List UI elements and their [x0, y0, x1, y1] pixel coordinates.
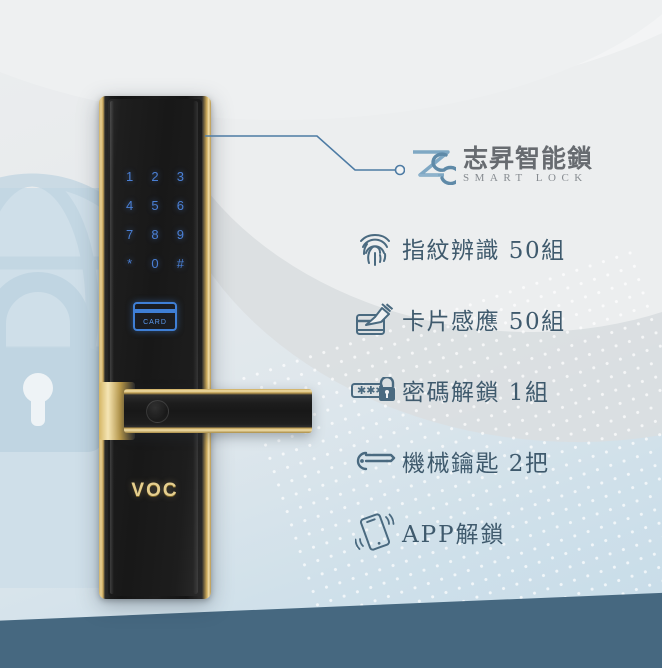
callout-line: [205, 135, 405, 176]
keypad-key[interactable]: 5: [151, 198, 159, 213]
feature-row-key: 機械鑰匙 2把: [348, 425, 566, 496]
feature-label: APP解鎖: [402, 521, 506, 548]
lock-front-panel: [108, 99, 202, 596]
lock-highlight-left: [110, 101, 114, 594]
keypad-key[interactable]: 9: [176, 227, 184, 242]
device-brand-label: VOC: [131, 480, 179, 501]
feature-row-password: ✱✱✱ 密碼解鎖 1組: [348, 354, 566, 425]
logo-title-cn: 志昇智能鎖: [463, 144, 594, 174]
lock-keypad[interactable]: 1 2 3 4 5 6 7 8 9 * 0 #: [117, 170, 193, 270]
keypad-key[interactable]: 6: [176, 198, 184, 213]
feature-label: 指紋辨識 50組: [402, 237, 566, 264]
keypad-key[interactable]: #: [176, 256, 184, 271]
feature-label: 機械鑰匙 2把: [402, 450, 550, 477]
keypad-key[interactable]: 3: [176, 169, 184, 184]
zs-monogram-icon: [413, 150, 456, 185]
lock-highlight-right: [193, 101, 198, 594]
keypad-key[interactable]: 0: [151, 256, 159, 271]
feature-label: 密碼解鎖 1組: [402, 379, 550, 406]
feature-label: 卡片感應 50組: [402, 308, 566, 335]
card-stripe: [135, 309, 175, 313]
feature-row-app: APP解鎖: [348, 496, 566, 567]
feature-list: 指紋辨識 50組 卡片感應 50組 ✱✱✱ 密: [348, 212, 566, 567]
keypad-key[interactable]: 4: [126, 198, 134, 213]
card-reader-label: CARD: [143, 319, 167, 326]
handle-dimple: [146, 400, 169, 423]
brand-logo: 志昇智能鎖 SMART LOCK: [408, 145, 593, 185]
keypad-key[interactable]: 1: [126, 169, 134, 184]
smartphone-icon: [348, 511, 402, 553]
door-handle[interactable]: [124, 389, 312, 433]
keypad-key[interactable]: *: [127, 256, 133, 271]
smart-lock-device: 1 2 3 4 5 6 7 8 9 * 0 # CARD VOC: [99, 96, 312, 599]
logo-text-block: 志昇智能鎖 SMART LOCK: [463, 144, 594, 184]
card-reader-icon[interactable]: CARD: [133, 302, 177, 331]
feature-row-card: 卡片感應 50組: [348, 283, 566, 354]
password-lock-icon: ✱✱✱: [348, 376, 402, 403]
keypad-key[interactable]: 8: [151, 227, 159, 242]
feature-row-fingerprint: 指紋辨識 50組: [348, 212, 566, 283]
padlock-watermark-icon: [0, 272, 104, 452]
keypad-key[interactable]: 2: [151, 169, 159, 184]
fingerprint-icon: [348, 229, 402, 267]
card-swipe-icon: [348, 300, 402, 338]
key-icon: [348, 450, 402, 472]
logo-title-en: SMART LOCK: [463, 171, 588, 184]
keypad-key[interactable]: 7: [126, 227, 134, 242]
svg-text:✱✱✱: ✱✱✱: [357, 385, 385, 397]
